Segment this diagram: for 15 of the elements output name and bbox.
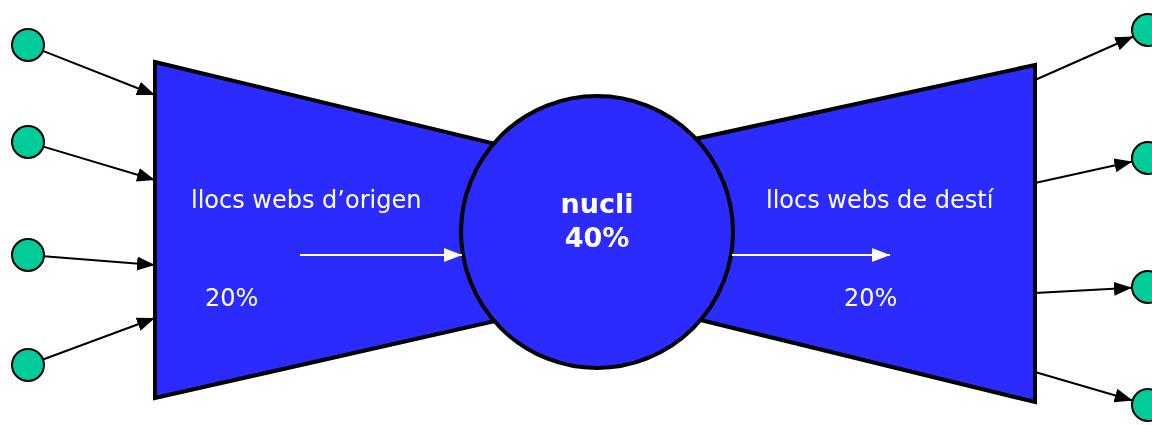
panel-label: llocs webs d’origen [191,186,422,214]
percentage-label: 20% [844,284,898,312]
percentage-label: 20% [205,284,259,312]
arrow [42,317,156,361]
arrow [1034,158,1134,184]
arrow [731,248,891,262]
arrow [1034,371,1134,403]
arrow [299,248,463,262]
arrow [42,145,156,182]
arrow [41,49,156,96]
arrow [1034,281,1133,296]
core-label: nucli 40% [559,187,635,255]
arrow [1034,35,1135,81]
panel-label: llocs webs de destí [766,186,994,214]
arrow [42,255,156,271]
